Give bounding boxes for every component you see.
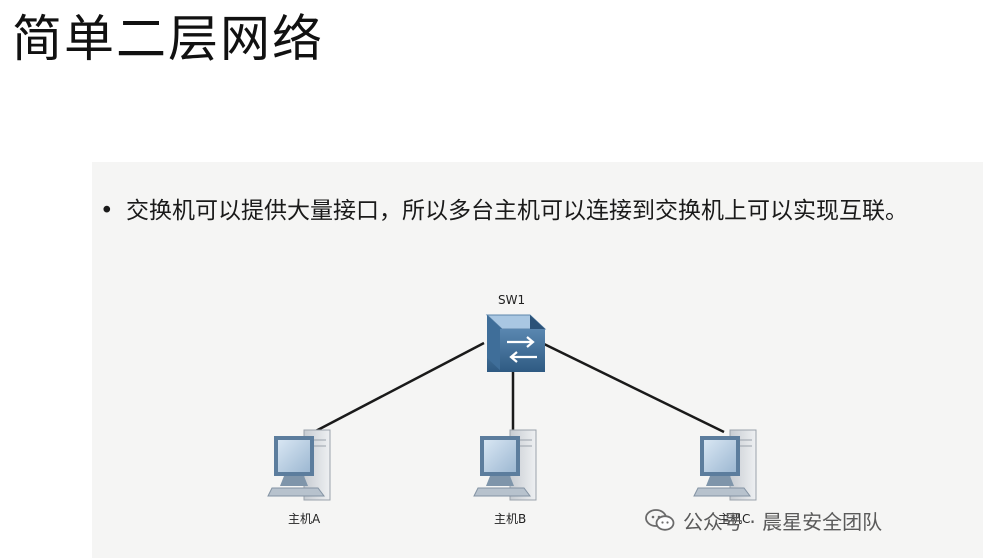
link-sw1-hostc	[541, 341, 725, 434]
computer-icon	[267, 429, 331, 501]
wechat-icon	[645, 509, 675, 531]
host-b-label: 主机B	[494, 512, 527, 526]
bullet-point: • 交换机可以提供大量接口，所以多台主机可以连接到交换机上可以实现互联。	[100, 196, 970, 227]
page-title: 简单二层网络	[12, 10, 324, 68]
computer-icon	[693, 429, 757, 501]
host-a-label: 主机A	[288, 512, 321, 526]
host-c-label: 主机C	[718, 512, 751, 526]
computer-icon	[473, 429, 537, 501]
watermark-text: 公众号 · 晨星安全团队	[683, 509, 883, 534]
switch-label: SW1	[498, 293, 526, 307]
bullet-dot: •	[100, 198, 114, 224]
switch-icon	[485, 314, 547, 372]
bullet-text: 交换机可以提供大量接口，所以多台主机可以连接到交换机上可以实现互联。	[126, 198, 908, 224]
link-sw1-hosta	[309, 341, 485, 436]
watermark: 公众号 · 晨星安全团队	[645, 506, 882, 534]
